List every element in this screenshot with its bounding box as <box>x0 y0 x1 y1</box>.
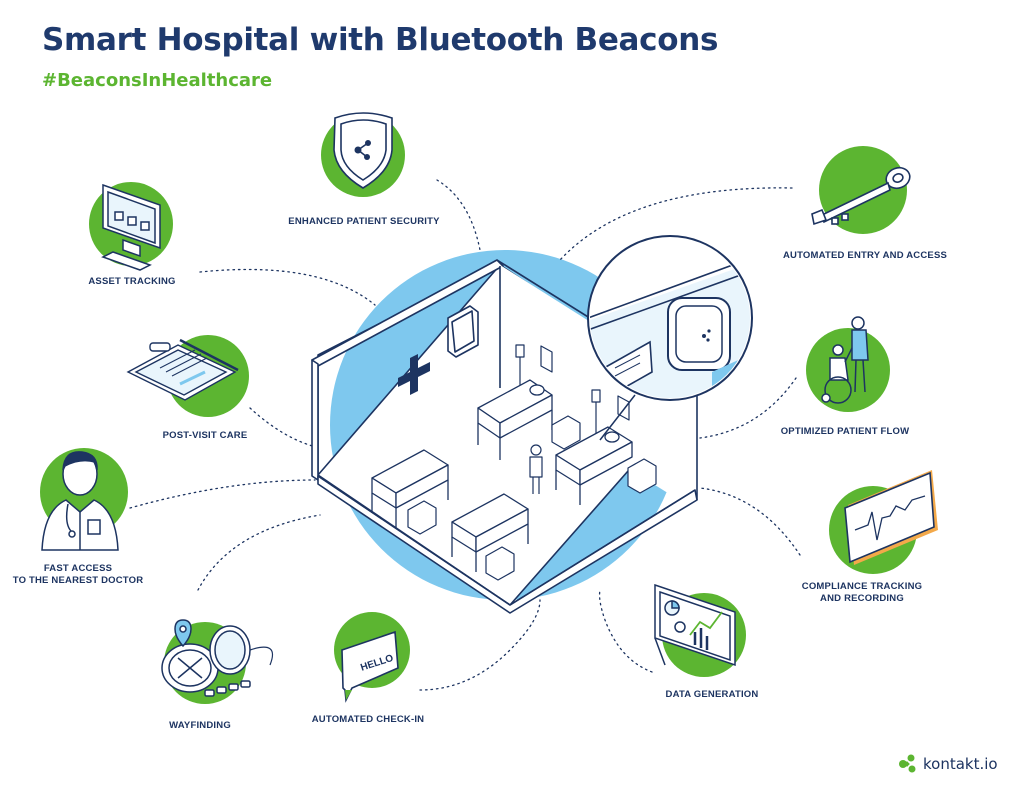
label-automated-check-in: AUTOMATED CHECK-IN <box>311 714 425 725</box>
label-optimized-patient-flow: OPTIMIZED PATIENT FLOW <box>780 426 910 437</box>
label-asset-tracking: ASSET TRACKING <box>88 276 176 287</box>
speech-bubble-icon: HELLO <box>341 630 399 703</box>
page-title: Smart Hospital with Bluetooth Beacons <box>42 22 719 58</box>
doctor-icon <box>41 451 119 551</box>
kontakt-logo-mark-icon <box>899 754 916 773</box>
label-compliance-line2: AND RECORDING <box>820 593 904 604</box>
connector-compliance <box>699 487 801 556</box>
label-fast-access-line2: TO THE NEAREST DOCTOR <box>12 575 144 586</box>
connector-doctor <box>129 479 316 509</box>
label-data-generation: DATA GENERATION <box>665 689 759 700</box>
label-compliance-line1: COMPLIANCE TRACKING <box>801 581 923 592</box>
medical-cross-icon <box>398 354 430 395</box>
label-enhanced-patient-security: ENHANCED PATIENT SECURITY <box>288 216 440 227</box>
bed-3 <box>371 449 449 528</box>
connector-entry <box>559 187 793 261</box>
room-right-wall <box>500 265 695 510</box>
wall-beacon-icon <box>447 305 479 358</box>
label-compliance-tracking: COMPLIANCE TRACKING AND RECORDING <box>802 581 922 605</box>
bed-2 <box>555 426 633 505</box>
connector-wayfinding <box>197 514 321 591</box>
label-post-visit-care: POST-VISIT CARE <box>162 430 248 441</box>
bed-1 <box>477 379 553 460</box>
label-fast-access-doctor: FAST ACCESS TO THE NEAREST DOCTOR <box>13 563 144 587</box>
label-fast-access-line1: FAST ACCESS <box>43 563 113 574</box>
compass-icon <box>161 619 274 697</box>
shield-icon <box>333 112 393 189</box>
chart-board-icon <box>654 583 736 667</box>
zoomed-beacon-icon <box>667 297 731 371</box>
label-wayfinding: WAYFINDING <box>169 720 231 731</box>
doctor-figure <box>529 444 543 494</box>
flow-circle <box>806 328 890 412</box>
kontakt-logo: kontakt.io <box>897 752 998 776</box>
clipboard-icon <box>126 338 239 401</box>
connector-postvisit <box>249 407 321 449</box>
bed-4 <box>451 493 529 572</box>
connector-checkin <box>419 599 541 691</box>
key-icon <box>811 166 911 226</box>
connector-asset <box>199 268 376 306</box>
ecg-monitor-icon <box>844 470 938 565</box>
label-automated-entry-access: AUTOMATED ENTRY AND ACCESS <box>782 250 948 261</box>
connector-security <box>436 179 481 251</box>
connector-flow <box>699 377 797 439</box>
kontakt-logo-text: kontakt.io <box>923 755 998 773</box>
monitor-icon <box>101 183 161 271</box>
connector-data <box>598 589 653 673</box>
wheelchair-icon <box>821 316 869 404</box>
beacon-chain <box>204 680 251 697</box>
hashtag: #BeaconsInHealthcare <box>42 70 273 91</box>
connectors <box>129 179 801 691</box>
